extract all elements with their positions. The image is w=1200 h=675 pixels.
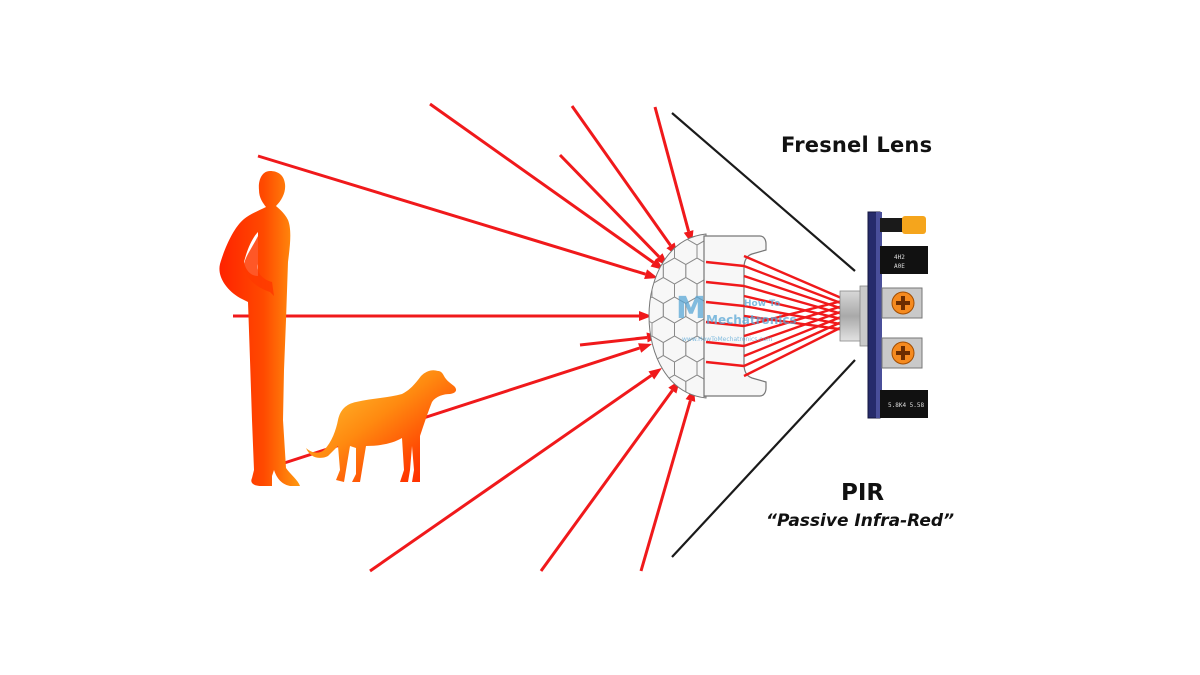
focused-ray-10 [743,308,847,348]
focused-ray-9 [743,303,847,338]
focused-ray-1 [743,254,847,302]
infrared-ray-5 [233,311,652,321]
potentiometer-icon [881,337,923,369]
ic-chip-2 [880,390,928,418]
infrared-ray-7 [369,368,662,573]
lens-flange [703,235,767,397]
circuit-board: 4H2 A0E 5.8K4 5.58 [867,211,928,419]
focused-ray-13 [743,323,847,378]
watermark-logo-icon: M [676,291,706,326]
inner-ray-4 [705,320,745,328]
person-silhouette-icon [219,171,300,486]
focused-ray-11 [743,313,847,358]
ic-chip-1 [880,246,928,274]
focused-ray-12 [743,318,847,368]
focused-rays [705,254,847,378]
chip-2-text: 5.8K4 5.58 [888,402,925,409]
dog-silhouette-icon [306,370,457,482]
watermark-url: www.HowToMechatronics.com [682,336,772,343]
potentiometer-icon [881,287,923,319]
chip-1-text-line2: A0E [894,263,905,270]
inner-ray-1 [705,260,745,268]
infrared-ray-9 [639,388,696,572]
pir-label: PIR [841,480,885,506]
connector-block [880,218,904,232]
lower-guide-line [671,359,856,558]
infrared-ray-1 [257,154,658,279]
inner-ray-2 [705,280,745,288]
fresnel-lens-label: Fresnel Lens [781,133,933,157]
chip-1-text-line1: 4H2 [894,254,905,261]
watermark: M How To Mechatronics www.HowToMechatron… [676,291,797,343]
fresnel-lens-dome [648,233,767,399]
infrared-ray-10 [558,153,668,266]
focused-ray-8 [743,298,847,328]
pir-sensor [839,285,873,347]
watermark-line2: Mechatronics [706,313,797,327]
connector-pins [902,216,926,234]
infrared-ray-11 [579,332,660,347]
inner-ray-6 [705,360,745,368]
infrared-rays-incoming [233,102,696,573]
infrared-ray-8 [539,380,680,572]
upper-guide-line [671,112,856,272]
pir-subtitle: “Passive Infra-Red” [766,511,955,531]
inner-ray-5 [705,340,745,348]
field-of-view-guides [671,112,856,558]
inner-ray-3 [705,300,745,308]
focused-ray-2 [743,264,847,307]
watermark-line1: How To [744,299,780,309]
